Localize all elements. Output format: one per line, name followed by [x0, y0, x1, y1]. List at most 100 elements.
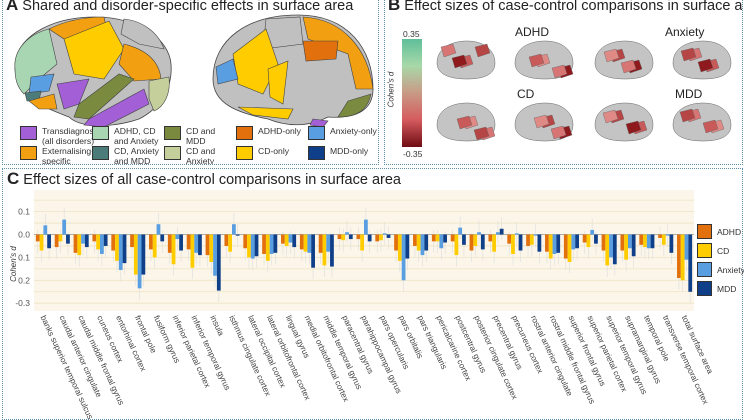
- y-tick-label: 0.1: [18, 252, 30, 262]
- bar-anxiety: [458, 227, 463, 235]
- bar-anxiety: [326, 234, 331, 252]
- legend-item-anxiety: Anxiety: [697, 262, 744, 277]
- bar-mdd: [386, 234, 391, 238]
- bar-anxiety: [288, 234, 293, 243]
- legend-label: MDD: [717, 283, 737, 294]
- bar-mdd: [669, 234, 674, 253]
- bar-cd: [567, 234, 572, 262]
- bar-adhd: [318, 234, 323, 253]
- bar-adhd: [299, 234, 304, 250]
- brain-map-title: Anxiety: [665, 25, 705, 39]
- legend-label: Externalising-specific (ADHD and CD): [42, 146, 95, 165]
- bar-mdd: [462, 234, 466, 245]
- legend-swatch: [697, 281, 712, 296]
- bar-adhd: [111, 234, 116, 251]
- bar-mdd: [330, 234, 334, 267]
- bar-adhd: [507, 234, 512, 244]
- bar-adhd: [450, 234, 455, 242]
- bar-mdd: [631, 234, 636, 257]
- brain-lateral-view: [14, 16, 172, 128]
- bar-cd: [209, 234, 214, 262]
- bar-adhd: [488, 234, 493, 242]
- bar-cd: [680, 234, 685, 281]
- bar-anxiety: [118, 234, 123, 270]
- bar-adhd: [205, 234, 210, 256]
- bar-cd: [58, 234, 63, 242]
- bar-adhd: [73, 234, 78, 253]
- bar-anxiety: [307, 234, 312, 253]
- legend-swatch: [20, 126, 37, 140]
- brain-medial-view: [212, 14, 374, 128]
- bar-mdd: [518, 234, 523, 251]
- bar-adhd: [337, 234, 342, 240]
- bar-adhd: [54, 234, 59, 248]
- bar-mdd: [480, 234, 485, 250]
- brain-lateral-map: [594, 40, 654, 80]
- bar-adhd: [413, 234, 417, 246]
- bar-mdd: [235, 234, 240, 236]
- y-tick-label: -0.3: [15, 298, 30, 308]
- bar-cd: [190, 234, 195, 268]
- panel-letter: B: [388, 0, 401, 14]
- bar-adhd: [526, 234, 530, 246]
- legend-swatch: [697, 224, 712, 239]
- legend-label: Transdiagnostic (all disorders): [42, 126, 103, 146]
- bar-adhd: [35, 234, 40, 242]
- bar-anxiety: [684, 234, 689, 260]
- legend-label: CD and MDD: [186, 126, 216, 146]
- bar-adhd: [186, 234, 191, 250]
- bar-cd: [397, 234, 402, 261]
- bar-adhd: [356, 234, 361, 240]
- bar-adhd: [149, 234, 153, 250]
- panel-title-text: Shared and disorder-specific effects in …: [22, 0, 354, 14]
- legend-label: ADHD, CD and Anxiety: [114, 126, 159, 146]
- x-tick-label: insula: [208, 314, 225, 338]
- bar-mdd: [537, 234, 542, 252]
- bar-adhd: [677, 234, 681, 279]
- bar-mdd: [348, 234, 353, 240]
- brain-medial-map: [672, 40, 732, 80]
- legend-label: MDD-only: [330, 146, 369, 156]
- legend-label: CD, Anxiety and MDD: [114, 146, 159, 165]
- bar-anxiety: [137, 234, 142, 289]
- bar-anxiety: [401, 234, 406, 281]
- panel-title-text: Effect sizes of case-control comparisons…: [404, 0, 743, 14]
- bar-cd: [152, 234, 157, 258]
- bar-cd: [96, 234, 100, 250]
- legend-label: ADHD: [717, 226, 742, 237]
- bar-mdd: [198, 234, 202, 256]
- bar-cd: [133, 234, 138, 275]
- bar-adhd: [262, 234, 266, 254]
- bar-adhd: [658, 234, 662, 238]
- bar-cd: [586, 234, 591, 248]
- bar-cd: [322, 234, 327, 266]
- legend-item: Externalising-specific (ADHD and CD): [20, 146, 94, 164]
- bar-mdd: [612, 234, 617, 265]
- legend-label: CD and Anxiety: [186, 146, 216, 165]
- bar-adhd: [243, 234, 248, 249]
- bar-anxiety: [628, 234, 632, 249]
- bar-anxiety: [194, 234, 199, 253]
- bar-anxiety: [496, 232, 500, 235]
- bar-anxiety: [345, 232, 349, 235]
- legend-swatch: [236, 146, 253, 160]
- brain-lateral-map: [594, 102, 654, 142]
- bar-adhd: [601, 234, 606, 251]
- bar-adhd: [281, 234, 285, 244]
- bar-mdd: [575, 234, 579, 249]
- brain-map-title: MDD: [675, 87, 703, 101]
- legend-label: CD: [717, 245, 730, 256]
- bar-cd: [473, 234, 478, 246]
- bar-anxiety: [156, 224, 161, 235]
- bar-anxiety: [552, 234, 557, 254]
- bar-cd: [529, 234, 534, 245]
- bar-cd: [341, 234, 346, 241]
- bar-mdd: [47, 234, 51, 249]
- bar-mdd: [179, 234, 183, 251]
- bar-cd: [77, 234, 82, 256]
- y-axis-label: Cohen's d: [9, 246, 18, 282]
- bar-mdd: [443, 234, 447, 243]
